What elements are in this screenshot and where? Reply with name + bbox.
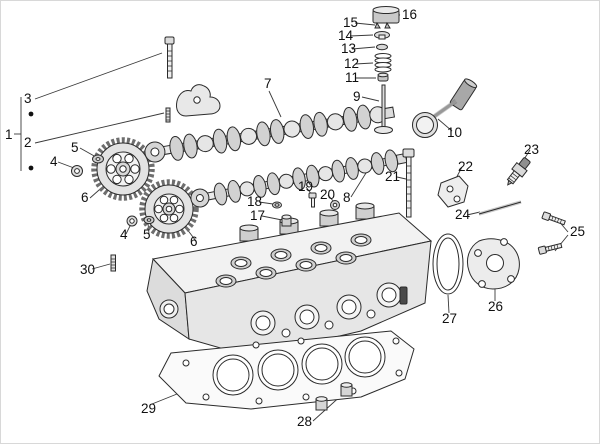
coolant-outlet-cover xyxy=(466,238,520,290)
callout-1: 1 xyxy=(5,127,13,142)
callout-4a: 4 xyxy=(50,154,58,169)
bucket-tappet xyxy=(372,6,400,24)
callout-9: 9 xyxy=(353,89,361,104)
callout-29: 29 xyxy=(141,401,156,416)
callout-12: 12 xyxy=(344,56,359,71)
cover-bolt-b xyxy=(537,242,563,255)
callout-19: 19 xyxy=(298,179,313,194)
callout-6b: 6 xyxy=(190,234,198,249)
callout-21: 21 xyxy=(385,169,400,184)
callout-5a: 5 xyxy=(71,140,79,155)
shim-ring xyxy=(272,201,282,209)
callout-27: 27 xyxy=(442,311,457,326)
callout-11: 11 xyxy=(345,70,359,85)
callout-28: 28 xyxy=(297,414,312,429)
callout-10: 10 xyxy=(447,125,462,140)
callout-26: 26 xyxy=(488,299,503,314)
valve-large xyxy=(412,99,458,138)
valve-collets xyxy=(374,21,391,29)
callout-2: 2 xyxy=(24,135,32,150)
head-stud xyxy=(110,254,116,272)
spring-seat xyxy=(376,43,388,51)
callout-17: 17 xyxy=(250,208,265,223)
callout-7: 7 xyxy=(264,76,272,91)
camshaft-gear-intake xyxy=(91,137,155,201)
head-long-bolt xyxy=(402,148,415,218)
callout-8: 8 xyxy=(343,190,351,205)
callout-15: 15 xyxy=(343,15,358,30)
valve-small xyxy=(374,84,393,134)
camshaft-lower xyxy=(190,149,408,208)
cam-carrier-bolt xyxy=(164,36,175,79)
rocker-carrier xyxy=(176,84,221,117)
callout-22: 22 xyxy=(458,159,473,174)
spring-retainer xyxy=(374,31,390,40)
kit-bullet-markers xyxy=(28,111,34,171)
valve-guide xyxy=(449,78,478,111)
camshaft-upper xyxy=(144,104,395,163)
spark-plug-wells xyxy=(250,282,402,338)
cover-bolt-a xyxy=(541,211,566,226)
callout-18: 18 xyxy=(247,194,262,209)
callout-25: 25 xyxy=(570,224,585,239)
callout-4b: 4 xyxy=(120,227,128,242)
callout-23: 23 xyxy=(524,142,539,157)
callout-16: 16 xyxy=(402,7,417,22)
valve-stem-seal xyxy=(377,72,389,82)
cover-gasket xyxy=(432,233,464,295)
callout-24: 24 xyxy=(455,207,471,222)
callout-6a: 6 xyxy=(81,190,89,205)
carrier-stud xyxy=(165,107,171,123)
gear-nut-washer-b xyxy=(126,215,155,227)
locating-dowels xyxy=(315,382,353,411)
callout-5b: 5 xyxy=(143,227,151,242)
mounting-stud xyxy=(478,200,522,216)
valve-spring xyxy=(374,53,392,73)
tappet-bores xyxy=(215,233,372,288)
head-gasket xyxy=(158,330,415,410)
gear-nut-washer-a xyxy=(71,154,104,177)
callout-3: 3 xyxy=(24,91,32,106)
callout-13: 13 xyxy=(341,41,356,56)
small-bolt-19 xyxy=(308,192,317,208)
cap-nut-20 xyxy=(330,200,340,210)
temperature-sensor xyxy=(506,157,531,186)
camshaft-gear-exhaust xyxy=(139,179,199,239)
support-bracket xyxy=(437,175,469,208)
callout-30: 30 xyxy=(80,262,95,277)
callout-14: 14 xyxy=(338,28,354,43)
tappet-cap xyxy=(281,214,292,227)
callouts: 3 1 2 5 4 6 4 5 6 7 8 9 10 11 12 13 14 1… xyxy=(5,7,585,429)
head-fitted-bolt xyxy=(399,286,408,305)
callout-20: 20 xyxy=(320,187,335,202)
cylinder-head xyxy=(146,202,433,352)
